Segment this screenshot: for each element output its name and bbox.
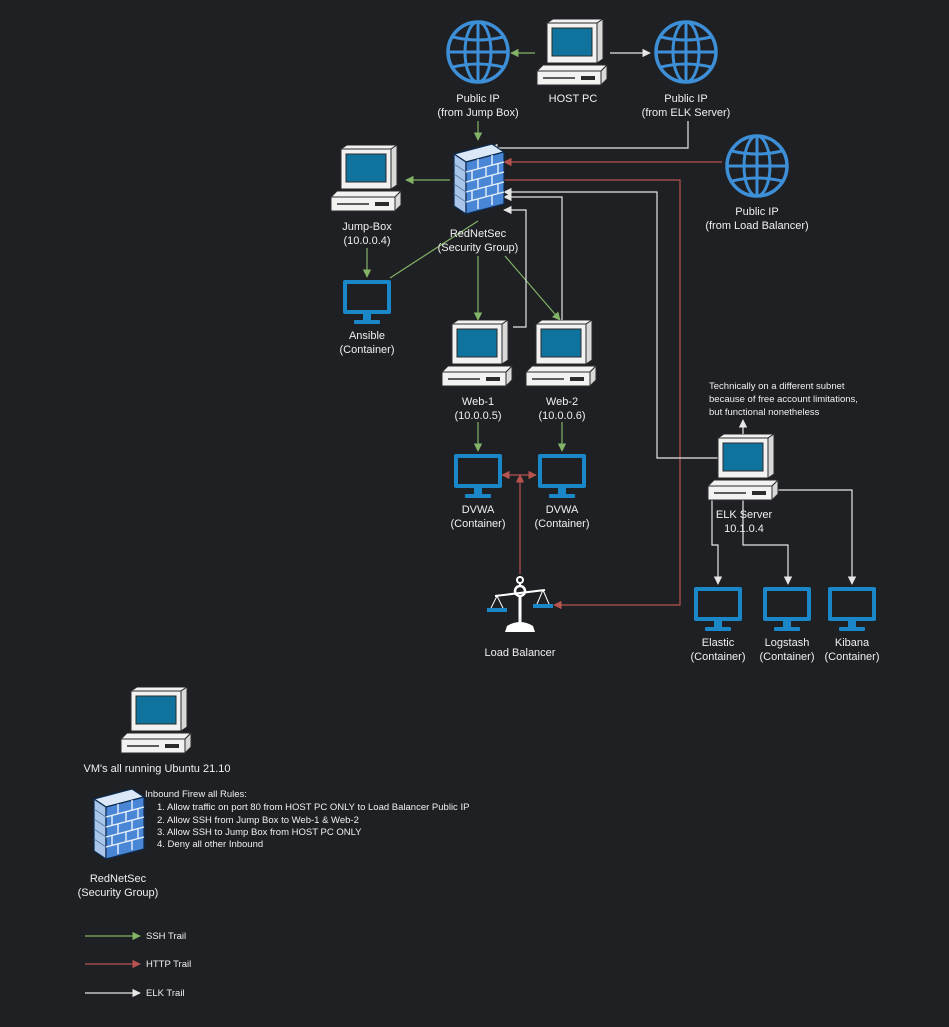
node-jump-box: Jump-Box (10.0.0.4) [330, 145, 402, 247]
desktop-pc-icon [330, 145, 402, 212]
edge-web2-to-firewall [503, 192, 563, 320]
legend-vm: VM's all running Ubuntu 21.10 [83, 687, 231, 775]
legend-elk: ELK Trail [85, 988, 185, 999]
edge-firewall-to-web2 [504, 255, 561, 321]
firewall-icon [93, 788, 145, 860]
edge-elkserver-to-kibana [760, 489, 857, 585]
note-line: Technically on a different subnet [709, 381, 845, 392]
edge-ansible-to-firewall [389, 220, 479, 279]
node-label: Logstash [765, 637, 810, 649]
rules-title: Inbound Firew all Rules: [145, 789, 247, 800]
edge-elkserver-to-firewall [503, 187, 718, 459]
node-sublabel: (Container) [824, 651, 879, 663]
node-elastic: Elastic (Container) [690, 587, 746, 663]
legend-ssh: SSH Trail [85, 931, 186, 942]
monitor-icon [828, 587, 876, 631]
legend-firewall: RedNetSec (Security Group) [78, 788, 159, 899]
scale-icon [485, 575, 555, 634]
node-sublabel: (from ELK Server) [642, 107, 731, 119]
node-label: Ansible [349, 330, 385, 342]
node-ansible: Ansible (Container) [339, 280, 395, 356]
node-public-ip-jump: Public IP (from Jump Box) [437, 20, 519, 119]
legend-http: HTTP Trail [85, 959, 191, 970]
edge-publicip-elk-to-firewall [489, 121, 689, 153]
desktop-pc-icon [536, 19, 608, 86]
note-line: because of free account limitations, [709, 394, 858, 405]
node-public-ip-lb: Public IP (from Load Balancer) [705, 134, 809, 232]
legend-vm-text: VM's all running Ubuntu 21.10 [83, 763, 230, 775]
node-label: Public IP [664, 93, 707, 105]
legend-elk-label: ELK Trail [146, 988, 185, 999]
elk-subnet-note: Technically on a different subnet becaus… [709, 381, 858, 418]
node-label: HOST PC [549, 93, 598, 105]
node-load-balancer: Load Balancer [485, 575, 556, 659]
desktop-pc-icon [120, 687, 192, 754]
edge-elkserver-to-elastic [711, 500, 723, 585]
monitor-icon [538, 454, 586, 498]
firewall-rules: Inbound Firew all Rules: 1. Allow traffi… [145, 789, 469, 850]
node-public-ip-elk: Public IP (from ELK Server) [642, 20, 731, 119]
desktop-pc-icon [441, 320, 513, 387]
rule-item: 3. Allow SSH to Jump Box from HOST PC ON… [157, 827, 362, 838]
edge-firewall-to-loadbalancer [504, 179, 681, 610]
desktop-pc-icon [707, 434, 779, 501]
node-sublabel: (Container) [534, 518, 589, 530]
node-label: Web-1 [462, 396, 494, 408]
trail-legend: SSH Trail HTTP Trail ELK Trail [85, 931, 191, 999]
node-label: DVWA [462, 504, 495, 516]
node-host-pc: HOST PC [536, 19, 608, 105]
node-label: Public IP [735, 206, 778, 218]
node-elk-server: ELK Server 10.1.0.4 [707, 434, 779, 535]
globe-icon [446, 20, 510, 84]
monitor-icon [763, 587, 811, 631]
node-dvwa1: DVWA (Container) [450, 454, 506, 530]
node-label: Public IP [456, 93, 499, 105]
edge-web1-to-firewall [503, 205, 527, 328]
node-kibana: Kibana (Container) [824, 587, 880, 663]
node-label: ELK Server [716, 509, 773, 521]
monitor-icon [454, 454, 502, 498]
node-label: Elastic [702, 637, 735, 649]
node-label: Web-2 [546, 396, 578, 408]
node-sublabel: (10.0.0.6) [538, 410, 585, 422]
node-logstash: Logstash (Container) [759, 587, 815, 663]
node-sublabel: (10.0.0.5) [454, 410, 501, 422]
node-sublabel: (Container) [339, 344, 394, 356]
node-web2: Web-2 (10.0.0.6) [525, 320, 597, 422]
node-label: Load Balancer [485, 647, 556, 659]
globe-icon [725, 134, 789, 198]
node-sublabel: 10.1.0.4 [724, 523, 764, 535]
node-sublabel: (Container) [450, 518, 505, 530]
firewall-icon [453, 143, 505, 215]
monitor-icon [343, 280, 391, 324]
node-sublabel: (Container) [759, 651, 814, 663]
desktop-pc-icon [525, 320, 597, 387]
node-sublabel: (Container) [690, 651, 745, 663]
rule-item: 1. Allow traffic on port 80 from HOST PC… [157, 802, 469, 813]
legend-http-label: HTTP Trail [146, 959, 191, 970]
node-label: Jump-Box [342, 221, 392, 233]
globe-icon [654, 20, 718, 84]
node-dvwa2: DVWA (Container) [534, 454, 590, 530]
rule-item: 4. Deny all other Inbound [157, 839, 263, 850]
node-label: RedNetSec [450, 228, 507, 240]
legend-ssh-label: SSH Trail [146, 931, 186, 942]
node-web1: Web-1 (10.0.0.5) [441, 320, 513, 422]
node-label: DVWA [546, 504, 579, 516]
node-sublabel: (Security Group) [438, 242, 519, 254]
node-firewall: RedNetSec (Security Group) [438, 143, 519, 254]
note-line: but functional nonetheless [709, 407, 820, 418]
node-sublabel: (10.0.0.4) [343, 235, 390, 247]
legend-firewall-label: RedNetSec [90, 873, 147, 885]
legend-firewall-sublabel: (Security Group) [78, 887, 159, 899]
monitor-icon [694, 587, 742, 631]
node-label: Kibana [835, 637, 870, 649]
rule-item: 2. Allow SSH from Jump Box to Web-1 & We… [157, 815, 359, 826]
node-sublabel: (from Load Balancer) [705, 220, 808, 232]
node-sublabel: (from Jump Box) [437, 107, 518, 119]
edge-elkserver-to-logstash [742, 500, 793, 585]
